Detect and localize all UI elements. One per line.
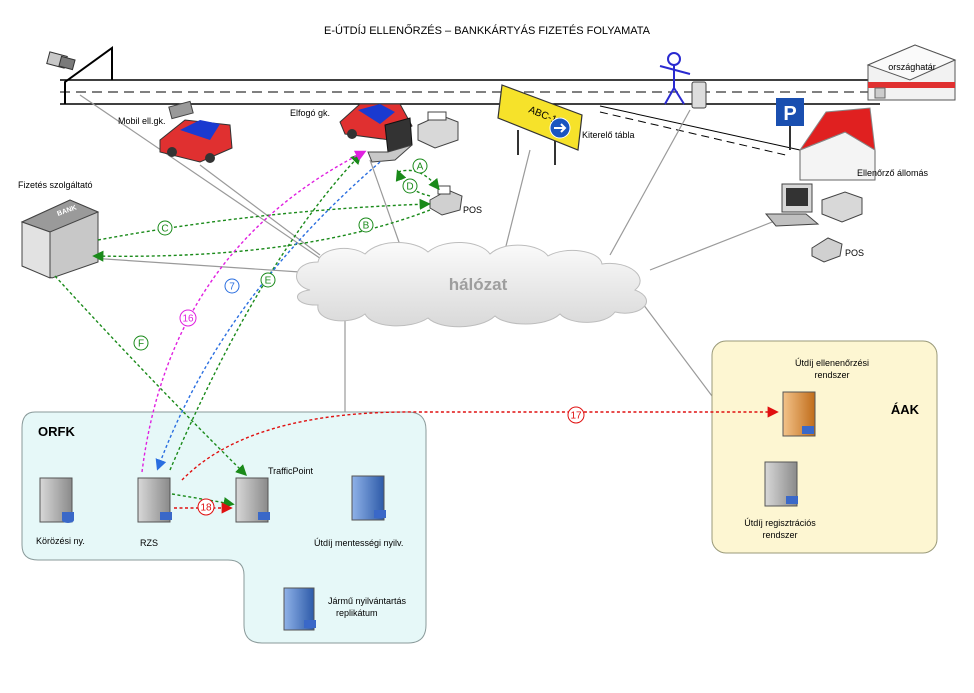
step-16: 16 [179, 309, 197, 327]
pos-terminal-icon: POS [429, 185, 482, 216]
payment-provider-label: Fizetés szolgáltató [18, 180, 93, 190]
svg-text:F: F [138, 339, 144, 350]
step-17: 17 [567, 406, 585, 424]
border-label: országhatár [888, 62, 936, 72]
step-A: A [412, 158, 428, 174]
handheld-device-icon [691, 81, 707, 109]
pos-label-2: POS [845, 248, 864, 258]
trafficpoint-label: TrafficPoint [268, 466, 314, 476]
control-station-label: Ellenőrző állomás [857, 168, 929, 178]
server-ellenorzesi-icon: Útdíj ellenenőrzési rendszer [782, 358, 869, 437]
network-cloud: hálózat [296, 241, 647, 328]
orfk-label: ORFK [38, 424, 75, 439]
sign-label: Kiterelő tábla [582, 130, 635, 140]
cloud-label: hálózat [449, 275, 508, 294]
svg-text:18: 18 [200, 503, 212, 514]
svg-text:7: 7 [229, 282, 235, 293]
step-18: 18 [197, 498, 215, 516]
camera-icon [46, 51, 76, 71]
rzs-label: RZS [140, 538, 158, 548]
svg-text:P: P [783, 103, 796, 125]
step-B: B [358, 217, 374, 233]
step-F: F [133, 335, 149, 351]
step-D: D [402, 178, 418, 194]
step-7: 7 [224, 278, 240, 294]
bank-icon: BANK Fizetés szolgáltató [18, 180, 100, 279]
interceptor-label: Elfogó gk. [290, 108, 330, 118]
road [60, 46, 880, 157]
svg-text:D: D [406, 182, 413, 193]
regisztracios-label-2: rendszer [762, 530, 797, 540]
mentessegi-label: Útdíj mentességi nyilv. [314, 538, 403, 548]
svg-text:A: A [417, 162, 424, 173]
server-jarmu-icon: Jármű nyilvántartás replikátum [283, 587, 407, 631]
svg-text:E: E [265, 276, 272, 287]
ellenorzesi-label-1: Útdíj ellenenőrzési [795, 358, 869, 368]
laptop-icon [367, 117, 413, 163]
mobile-car-label: Mobil ell.gk. [118, 116, 166, 126]
regisztracios-label-1: Útdíj regisztrációs [744, 518, 816, 528]
parking-sign-icon: P [776, 98, 804, 150]
printer-icon [417, 111, 459, 149]
server-mentessegi-icon: Útdíj mentességi nyilv. [314, 475, 403, 548]
mobile-car-icon: Mobil ell.gk. [118, 100, 233, 163]
step-labels: A B C D E F 7 16 17 18 [133, 158, 585, 516]
korozesi-label: Körözési ny. [36, 536, 85, 546]
jarmu-label-2: replikátum [336, 608, 378, 618]
orfk-panel [21, 411, 427, 644]
pos-label: POS [463, 205, 482, 215]
svg-text:B: B [363, 221, 370, 232]
server-rzs-icon: RZS [137, 477, 172, 548]
page-title: E-ÚTDÍJ ELLENŐRZÉS – BANKKÁRTYÁS FIZETÉS… [324, 23, 651, 37]
jarmu-label-1: Jármű nyilvántartás [328, 596, 407, 606]
deflection-sign-icon: ABC-123 Kiterelő tábla [497, 84, 635, 165]
svg-text:17: 17 [570, 411, 582, 422]
step-E: E [260, 272, 276, 288]
border-building-icon: országhatár [866, 44, 957, 101]
pos-terminal-icon-2: POS [811, 237, 864, 263]
desktop-computer-icon [764, 183, 863, 227]
svg-text:16: 16 [182, 314, 194, 325]
ellenorzesi-label-2: rendszer [814, 370, 849, 380]
server-korozesi-icon: Körözési ny. [36, 477, 85, 546]
control-station-building-icon: Ellenőrző állomás [798, 107, 929, 181]
svg-text:C: C [161, 224, 168, 235]
server-trafficpoint-icon: TrafficPoint [235, 466, 314, 523]
aak-label: ÁAK [891, 402, 920, 417]
person-icon [659, 52, 691, 105]
step-C: C [157, 220, 173, 236]
server-regisztracios-icon: Útdíj regisztrációs rendszer [744, 461, 816, 540]
